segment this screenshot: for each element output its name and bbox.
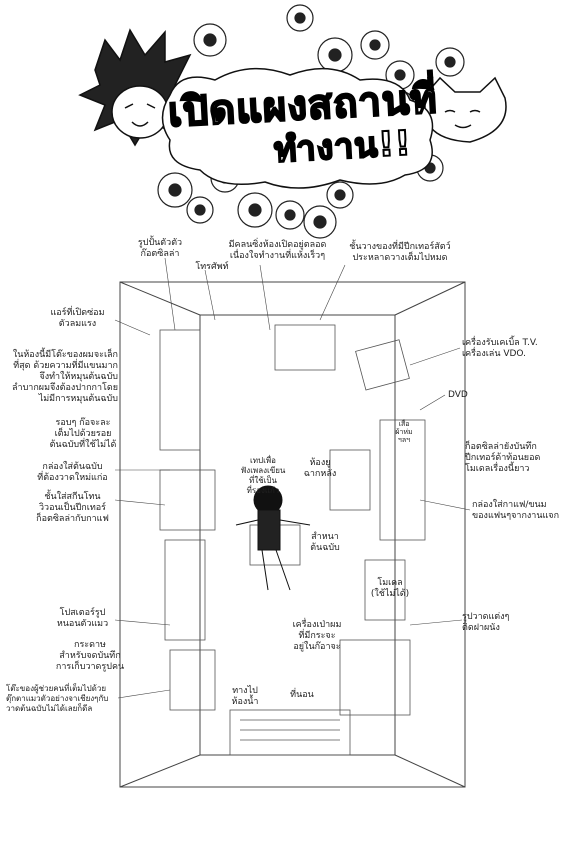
cat-head	[424, 76, 507, 143]
label-door-left: โต๊ะของผู้ช่วยคนที่เต็มไปด้วย ตุ๊กตาแมวต…	[6, 684, 109, 713]
label-model: โมเดล (ใช้ไม่ได้)	[370, 578, 410, 599]
label-window-sill: มีคลนซิ่งห้องเปิดอยู่ตลอด เนื่องใจทำงานท…	[228, 240, 327, 261]
label-toys: รูปวาดแต่งๆ ติดฝาผนัง	[462, 612, 510, 633]
label-door-mid: ทางไป ห้องน้ำ	[231, 686, 259, 707]
label-poster: โปสเตอร์รูป หนอนตัวแมว	[56, 608, 109, 629]
label-assistant-box: ชั้นใส่สกีนโทน วิวอนเป็นปีกเทอร์ ก็อตซิล…	[36, 492, 109, 524]
label-chairs: เครื่องเป่าผม ที่มีกระจะ อยู่ในก๊อาจะ	[292, 620, 342, 652]
label-dvd: DVD	[448, 390, 468, 400]
label-aircon: แอร์ที่เปิดซ่อม ตัวลมแรง	[50, 308, 105, 329]
label-leaders	[114, 257, 471, 699]
label-computer: โทรศัพท์	[195, 262, 229, 272]
label-boxes-left: กล่องใส่ต้นฉบับ ที่ต้องวาดใหม่แก่อ	[37, 462, 108, 483]
label-sofa-note: ก็อตซิลล่ายังบันทึก ปีกเทอร์ด้าท้อนยอด โ…	[465, 442, 541, 474]
label-shelf-books: เสื่อ ผ้าห่ม ฯลฯ	[395, 420, 413, 444]
label-towels: รอบๆ ก๊อจะละ เต็มไปด้วยรอย ต้นฉบับที่ใช้…	[49, 418, 117, 450]
label-mid-left-desk: เทปเพื่อ ฟังเพลงเขียน ที่ใช้เป็น ที่รองแ…	[240, 456, 286, 495]
label-snack-box: กล่องใส่กาแฟ/ขนม ของแฟนๆจากงานแจก	[472, 500, 560, 521]
label-manuscript: สำหนา ต้นฉบับ	[310, 532, 340, 553]
label-bed: ที่นอน	[290, 690, 314, 700]
title-banner: เปิดแผงสถานที่ ทำงาน!!	[166, 70, 440, 180]
label-shelf-top: ชั้นวางของที่มีปีกเทอร์สัตว์ ประหลาดวางเ…	[349, 242, 451, 263]
room-box	[119, 281, 466, 788]
furniture	[159, 324, 426, 756]
label-desk-note: ในห้องนี้มีโต๊ะของผมจะเล็ก ที่สุด ด้วยคว…	[12, 350, 118, 404]
label-dog-note: กระดาษ สำหรับจดบันทึก การเก็บวาดรูปคน	[55, 640, 125, 672]
title-cloud	[161, 67, 434, 189]
label-tv: เครื่องรับเคเบิ้ล T.V. เครื่องเล่น VDO.	[462, 338, 538, 359]
title-line-2: ทำงาน!!	[272, 122, 413, 171]
chibi-character	[235, 485, 311, 591]
label-stool-figure: รูปปั้นตัวตัว ก๊อตซิลล่า	[137, 238, 183, 259]
label-printer: ห้องยู ฉากหลัง	[303, 458, 337, 479]
